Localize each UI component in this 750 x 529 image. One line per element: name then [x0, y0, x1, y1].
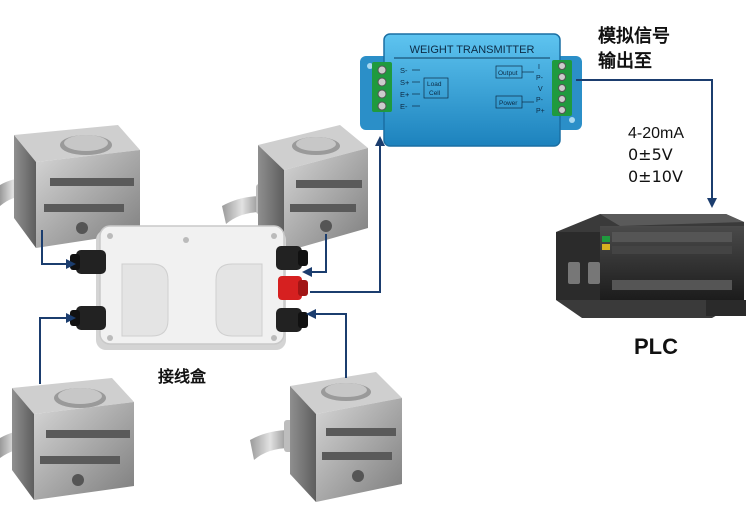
load-cell-bottom-right — [250, 372, 402, 502]
arrow-box-to-transmitter — [310, 136, 385, 293]
signal-output-title-line2: 输出至 — [598, 50, 652, 72]
terminal-label-i: I — [538, 64, 540, 71]
arrow-cell-bl-to-box — [39, 313, 76, 384]
output-group-label: Output — [498, 70, 518, 77]
cable-gland-left-top — [70, 250, 106, 274]
signal-arrows — [39, 79, 717, 384]
terminal-label-s-minus: S- — [400, 66, 408, 75]
arrow-transmitter-to-plc — [576, 79, 717, 208]
arrow-cell-br-to-box — [306, 309, 347, 378]
terminal-label-v: V — [538, 86, 543, 93]
signal-spec-voltage-10: 0±10V — [628, 167, 683, 186]
plc-label: PLC — [634, 334, 678, 359]
cable-gland-red — [278, 276, 308, 300]
cable-gland-left-bottom — [70, 306, 106, 330]
cable-gland-right-bottom — [276, 308, 308, 332]
terminal-label-p-plus: P+ — [536, 108, 545, 115]
arrow-cell-tr-to-box — [302, 234, 327, 277]
terminal-block-right — [552, 60, 572, 116]
signal-spec-current: 4-20mA — [628, 125, 684, 142]
signal-spec-voltage-5: 0±5V — [628, 145, 673, 164]
load-cell-top-left — [0, 125, 140, 248]
load-cell-top-right — [222, 125, 368, 252]
terminal-label-p-minus-2: P- — [536, 97, 544, 104]
plc-unit — [556, 214, 746, 318]
load-cell-group-label-1: Load — [427, 81, 442, 88]
terminal-label-e-minus: E- — [400, 102, 408, 111]
junction-box — [70, 225, 308, 350]
terminal-label-p-minus-1: P- — [536, 75, 544, 82]
power-group-label: Power — [499, 100, 518, 107]
load-cell-bottom-left — [0, 378, 134, 500]
arrow-cell-tl-to-box — [41, 230, 76, 269]
terminal-block-left — [372, 62, 392, 112]
junction-box-label: 接线盒 — [158, 367, 207, 386]
weight-transmitter: WEIGHT TRANSMITTER S- S+ E+ E- Load Cell… — [360, 33, 582, 147]
transmitter-title: WEIGHT TRANSMITTER — [410, 44, 535, 56]
load-cell-group-label-2: Cell — [429, 90, 441, 97]
terminal-label-s-plus: S+ — [400, 78, 410, 87]
terminal-label-e-plus: E+ — [400, 90, 410, 99]
cable-gland-right-top — [276, 246, 308, 270]
signal-output-title-line1: 模拟信号 — [598, 25, 670, 47]
